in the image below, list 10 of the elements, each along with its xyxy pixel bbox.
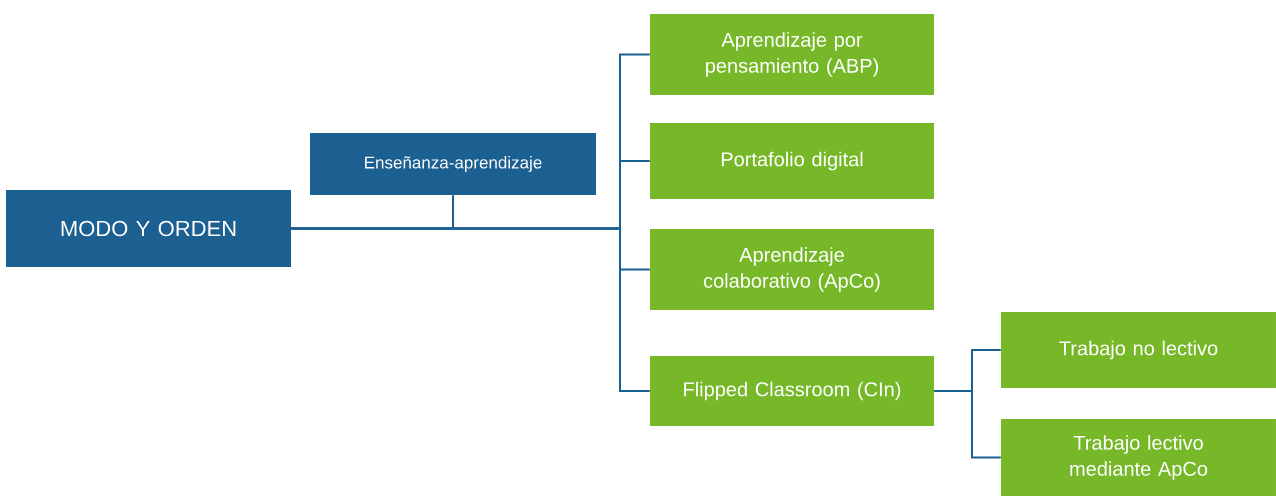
process-box: Aprendizaje colaborativo (ApCo) (650, 229, 934, 310)
connector-line (933, 390, 1002, 459)
process-box: Aprendizaje por pensamiento (ABP) (650, 14, 934, 95)
process-box: Flipped Classroom (CIn) (650, 356, 934, 426)
process-box: MODO Y ORDEN (6, 190, 291, 267)
connector-line (290, 227, 651, 392)
process-box: Enseñanza-aprendizaje (310, 133, 596, 195)
process-box: Trabajo no lectivo (1001, 312, 1276, 388)
process-box: Portafolio digital (650, 123, 934, 199)
process-box: Trabajo lectivo mediante ApCo (1001, 419, 1276, 496)
